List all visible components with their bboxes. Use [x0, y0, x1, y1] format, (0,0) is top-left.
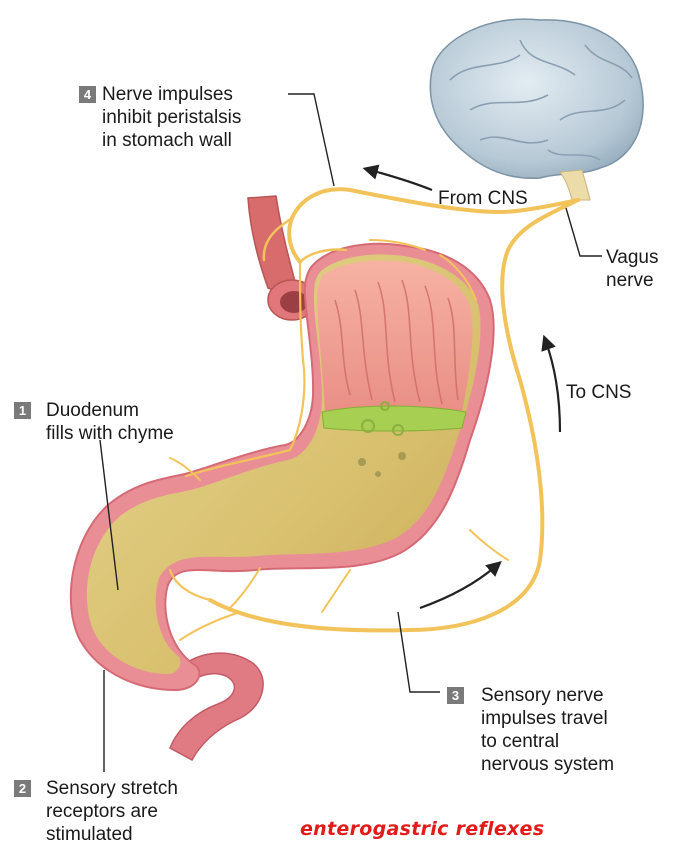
step-1-label: Duodenum fills with chyme [46, 399, 174, 445]
diagram-caption: enterogastric reflexes [300, 818, 544, 840]
step-3-label: Sensory nerve impulses travel to central… [481, 684, 614, 776]
from-cns-arrow [370, 170, 432, 190]
step-2-label: Sensory stretch receptors are stimulated [46, 777, 178, 846]
step-3-line-1: Sensory nerve [481, 684, 614, 707]
step-3-line-2: impulses travel [481, 707, 614, 730]
step-2-line-2: receptors are [46, 800, 178, 823]
step-4-line-2: inhibit peristalsis [102, 106, 241, 129]
step-1-line-2: fills with chyme [46, 422, 174, 445]
step-4-label: Nerve impulses inhibit peristalsis in st… [102, 83, 241, 152]
to-cns-arrow [546, 342, 560, 432]
step-4-badge: 4 [79, 86, 96, 103]
step-3-line-3: to central [481, 730, 614, 753]
vagus-line-1: Vagus [606, 246, 658, 269]
step-4-line-1: Nerve impulses [102, 83, 241, 106]
brain [430, 19, 643, 200]
sensory-arrow [420, 566, 496, 608]
step-1-badge: 1 [14, 402, 31, 419]
to-cns-label: To CNS [566, 381, 631, 404]
from-cns-label: From CNS [438, 187, 528, 210]
step-2-line-3: stimulated [46, 823, 178, 846]
stomach-mucosa [317, 261, 472, 412]
step-1-line-1: Duodenum [46, 399, 174, 422]
step-3-line-4: nervous system [481, 753, 614, 776]
step-3-badge: 3 [447, 687, 464, 704]
step-4-line-3: in stomach wall [102, 129, 241, 152]
vagus-nerve-label: Vagus nerve [606, 246, 658, 292]
step-2-line-1: Sensory stretch [46, 777, 178, 800]
vagus-line-2: nerve [606, 269, 658, 292]
step-2-badge: 2 [14, 780, 31, 797]
